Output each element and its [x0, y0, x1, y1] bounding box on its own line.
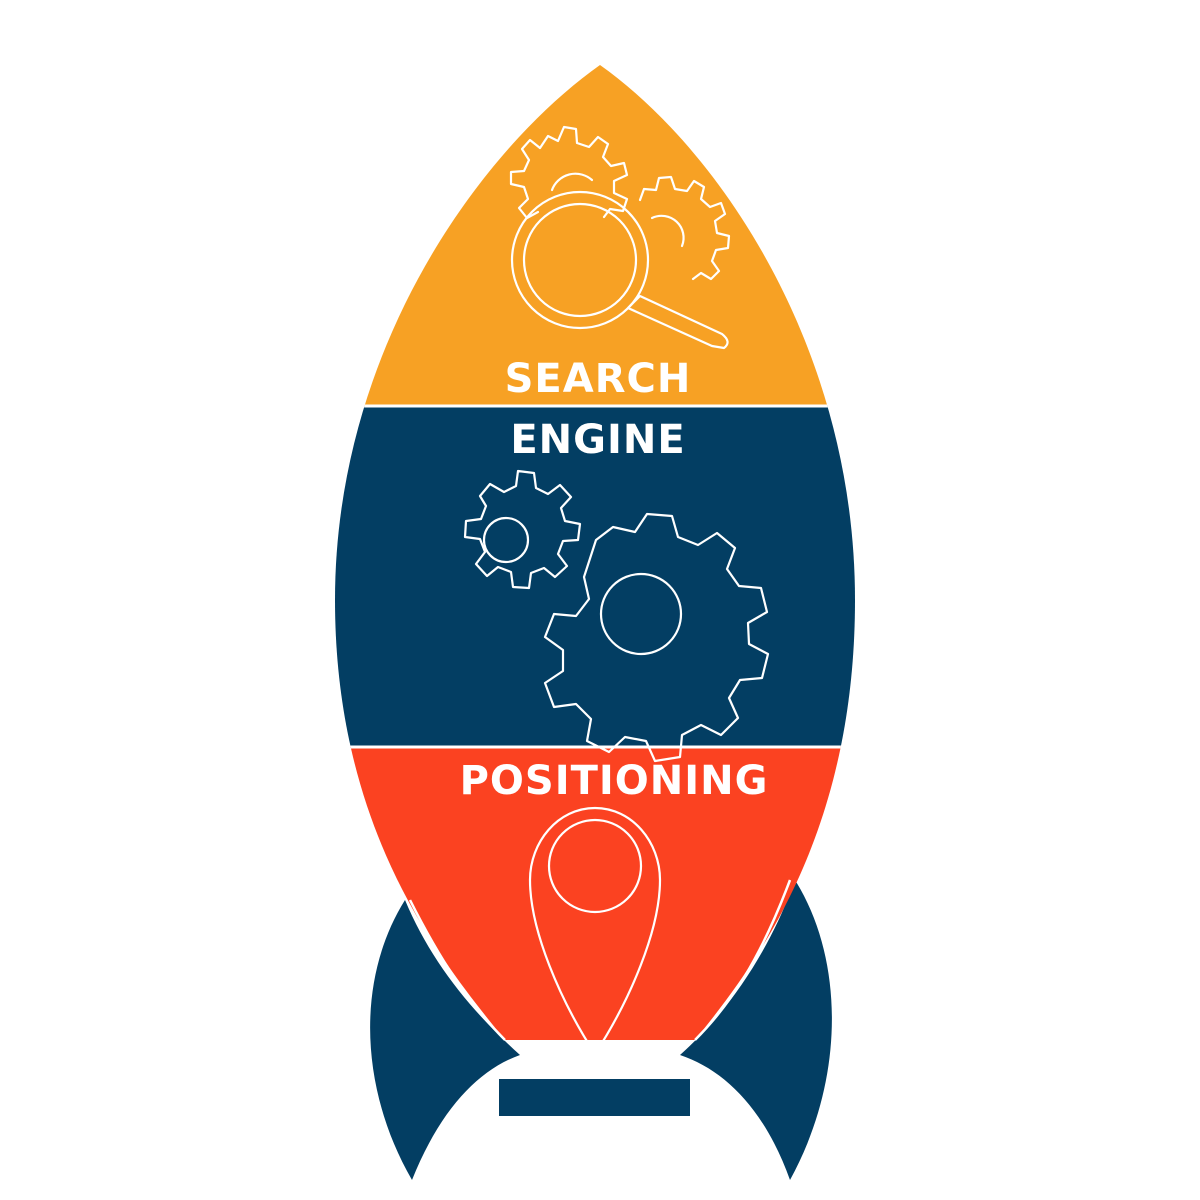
exhaust-nozzle [499, 1079, 690, 1116]
magnifier-gears-icon [509, 125, 731, 350]
label-search: SEARCH [505, 356, 692, 402]
middle-section [335, 406, 855, 746]
right-fin [680, 880, 832, 1180]
location-pin-icon [528, 806, 662, 1056]
body-inner-outline [408, 879, 792, 1041]
gears-icon [463, 469, 770, 763]
nose-section [335, 65, 855, 406]
label-engine: ENGINE [510, 417, 685, 463]
left-fin [370, 900, 520, 1180]
label-positioning: POSITIONING [460, 758, 769, 804]
